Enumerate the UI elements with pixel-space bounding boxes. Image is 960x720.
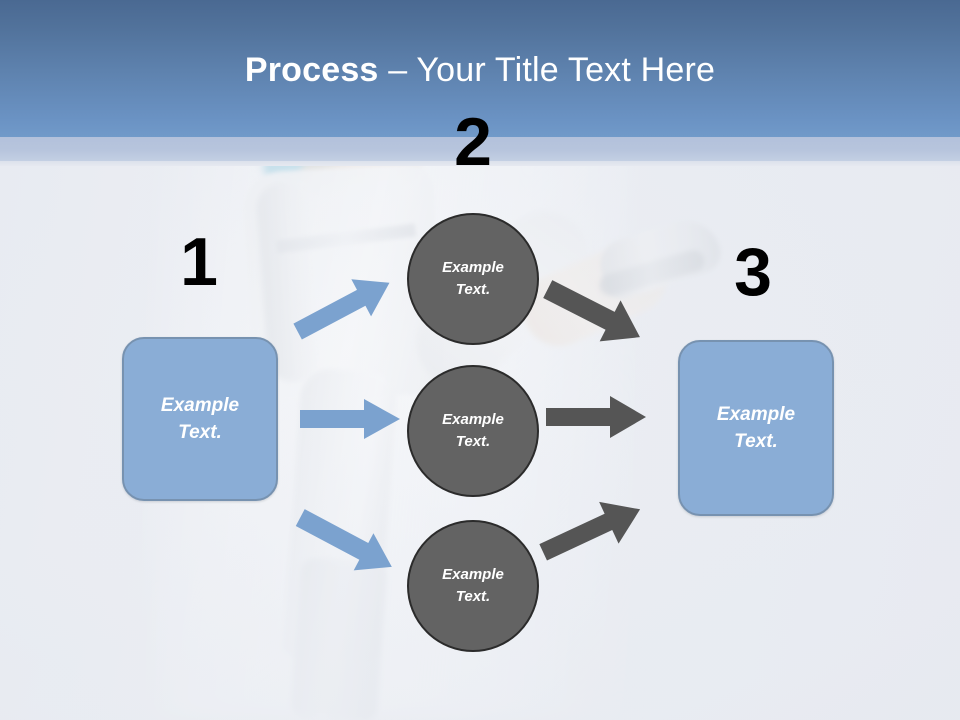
end-box[interactable]: Example Text. [678,340,834,516]
arrow-gray-up-right-icon [539,501,641,561]
page-title: Process – Your Title Text Here [0,50,960,90]
arrow-blue-down-right-icon [295,509,392,571]
process-circle-top-label: Example Text. [442,259,504,298]
process-circle-middle[interactable]: Example Text. [407,365,539,497]
process-circle-top[interactable]: Example Text. [407,213,539,345]
process-circle-bottom[interactable]: Example Text. [407,520,539,652]
arrow-gray-down-right-icon [543,280,640,342]
arrow-blue-right-icon [300,399,400,439]
step-number-1: 1 [180,224,218,300]
slide-header-strip-edge [0,161,960,166]
end-box-label: Example Text. [716,404,796,452]
slide-header-strip [0,137,960,161]
process-circle-middle-label: Example Text. [442,411,504,450]
arrow-gray-right-icon [546,396,646,438]
process-circle-bottom-label: Example Text. [442,566,504,605]
step-number-3: 3 [734,234,772,310]
start-box[interactable]: Example Text. [122,337,278,501]
slide-header-band [0,0,960,137]
arrow-blue-up-right-icon [293,279,390,340]
step-number-2: 2 [454,104,492,180]
start-box-label: Example Text. [160,395,240,443]
page-title-rest: – Your Title Text Here [388,51,716,89]
page-title-strong: Process [244,51,389,89]
